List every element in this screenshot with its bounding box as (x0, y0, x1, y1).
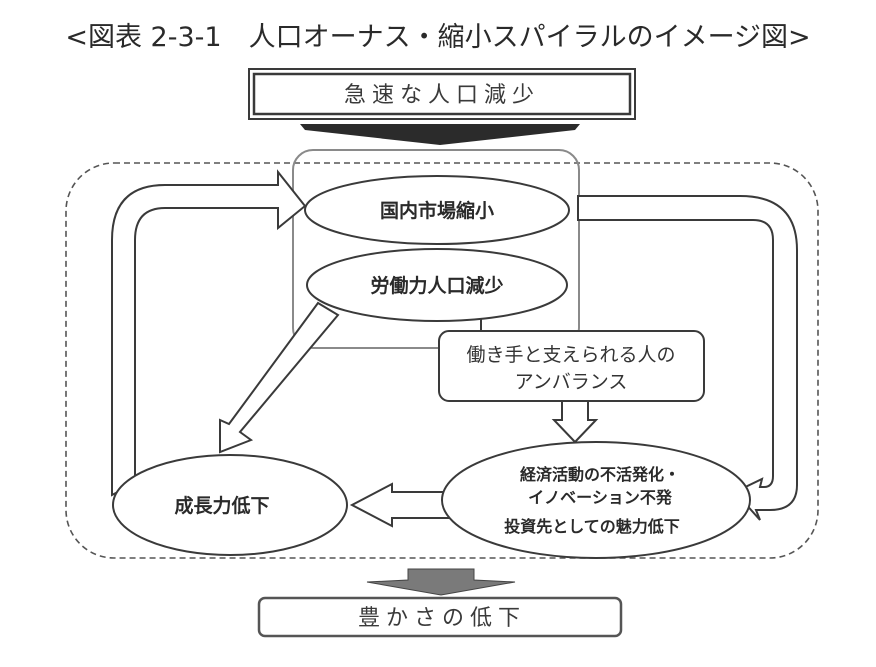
node-growth: 成長力低下 (112, 454, 348, 556)
node-economy-line3: 投資先としての魅力低下 (504, 517, 680, 536)
top-down-arrow (300, 124, 580, 145)
arrow-imbalance-to-economy (551, 399, 599, 444)
arrow-labor-to-growth (219, 301, 340, 454)
node-labor-force-label: 労働力人口減少 (370, 274, 503, 297)
bottom-box: 豊かさの低下 (257, 596, 623, 638)
node-imbalance-line2: アンバランス (515, 371, 628, 393)
loop-arrow-right (577, 195, 798, 521)
node-labor-force: 労働力人口減少 (306, 248, 568, 322)
node-domestic-market-label: 国内市場縮小 (380, 199, 494, 222)
spiral-boundary (65, 162, 819, 559)
top-box: 急速な人口減少 (248, 68, 636, 120)
node-economy: 経済活動の不活発化・ イノベーション不発 投資先としての魅力低下 (441, 441, 751, 559)
node-imbalance: 働き手と支えられる人の アンバランス (438, 330, 705, 402)
figure-title: <図表 2-3-1 人口オーナス・縮小スパイラルのイメージ図> (65, 22, 810, 53)
arrow-economy-to-growth (349, 482, 453, 528)
node-economy-line2: イノベーション不発 (528, 488, 673, 507)
top-box-label: 急速な人口減少 (344, 83, 540, 108)
node-economy-line1: 経済活動の不活発化・ (520, 465, 680, 484)
node-growth-label: 成長力低下 (174, 494, 269, 517)
bottom-down-arrow (366, 568, 516, 596)
group-box (292, 149, 580, 349)
node-domestic-market: 国内市場縮小 (304, 175, 570, 245)
node-imbalance-line1: 働き手と支えられる人の (466, 344, 675, 366)
bottom-box-label: 豊かさの低下 (358, 606, 526, 631)
loop-arrow-left (111, 169, 307, 497)
